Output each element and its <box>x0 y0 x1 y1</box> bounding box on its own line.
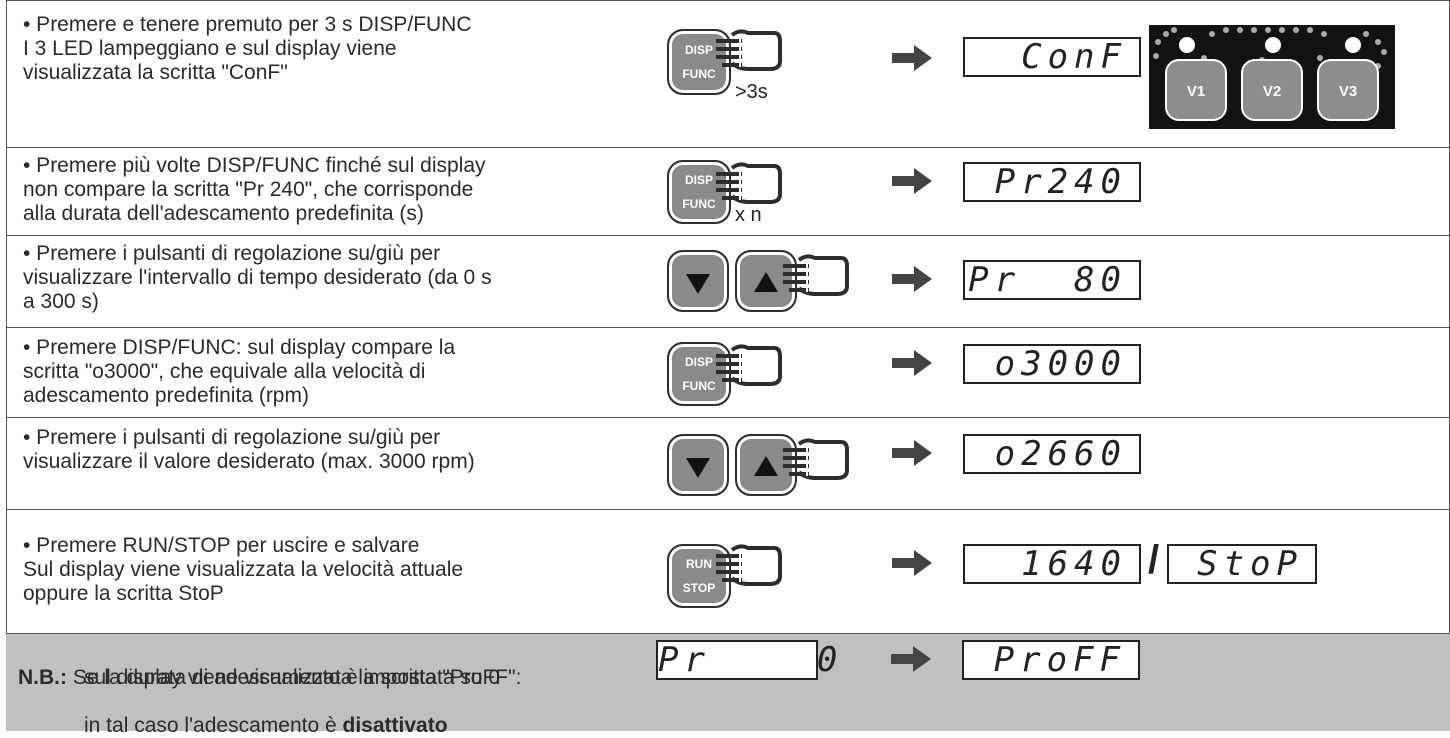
step-text: • Premere più volte DISP/FUNC finché sul… <box>23 154 486 225</box>
arrow-right-icon <box>892 350 932 376</box>
v1-button: V1 <box>1165 59 1227 121</box>
or-separator: / <box>1148 538 1160 582</box>
up-arrow-icon <box>754 456 778 476</box>
lcd-display: o3000 <box>963 344 1141 384</box>
repeat-label: x n <box>735 204 762 226</box>
step-row: • Premere i pulsanti di regolazione su/g… <box>6 236 1450 328</box>
arrow-right-icon <box>892 440 932 466</box>
led-2 <box>1265 37 1281 53</box>
step-text: • Premere DISP/FUNC: sul display compare… <box>23 336 456 407</box>
step-row: • Premere più volte DISP/FUNC finché sul… <box>6 148 1450 236</box>
lcd-display-from: Pr 0 <box>656 640 844 680</box>
step-text: • Premere i pulsanti di regolazione su/g… <box>23 426 475 473</box>
led-panel: V1 V2 V3 <box>1149 25 1395 129</box>
step-text: • Premere i pulsanti di regolazione su/g… <box>23 242 492 313</box>
down-button <box>667 434 729 496</box>
step-row: • Premere RUN/STOP per uscire e salvare … <box>6 510 1450 634</box>
down-arrow-icon <box>686 458 710 478</box>
arrow-right-icon <box>891 646 931 672</box>
step-text: • Premere RUN/STOP per uscire e salvare … <box>23 534 464 605</box>
pressing-hand-icon <box>779 436 849 484</box>
lcd-display: ConF <box>963 37 1141 77</box>
note-line-2: sul display viene visualizzata la scritt… <box>84 666 522 689</box>
lcd-display: 1640 <box>963 544 1141 584</box>
down-arrow-icon <box>686 274 710 294</box>
v2-button: V2 <box>1241 59 1303 121</box>
lcd-display: Pr240 <box>963 162 1141 202</box>
step-row: • Premere e tenere premuto per 3 s DISP/… <box>6 0 1450 148</box>
pressing-hand-icon <box>712 160 782 208</box>
step-row: • Premere DISP/FUNC: sul display compare… <box>6 328 1450 418</box>
arrow-right-icon <box>892 550 932 576</box>
v3-button: V3 <box>1317 59 1379 121</box>
led-3 <box>1345 37 1361 53</box>
step-text: • Premere e tenere premuto per 3 s DISP/… <box>23 13 472 84</box>
arrow-right-icon <box>892 168 932 194</box>
lcd-display-stop: StoP <box>1167 544 1317 584</box>
arrow-right-icon <box>892 45 932 71</box>
pressing-hand-icon <box>712 542 782 590</box>
pressing-hand-icon <box>712 27 782 75</box>
lcd-display-to: ProFF <box>962 640 1140 680</box>
arrow-right-icon <box>892 266 932 292</box>
note-row: N.B.: Se la durata di adescamento è impo… <box>6 634 1450 737</box>
lcd-display: Pr 80 <box>963 260 1141 300</box>
pressing-hand-icon <box>712 342 782 390</box>
note-text: N.B.: Se la durata di adescamento è impo… <box>18 642 500 690</box>
pressing-hand-icon <box>779 252 849 300</box>
lcd-display: o2660 <box>963 434 1141 474</box>
step-row: • Premere i pulsanti di regolazione su/g… <box>6 418 1450 510</box>
note-label: N.B.: <box>18 666 67 689</box>
led-1 <box>1179 37 1195 53</box>
down-button <box>667 250 729 312</box>
up-arrow-icon <box>754 272 778 292</box>
note-line-1: Se la durata di adescamento è impostata … <box>67 666 501 689</box>
instruction-table: • Premere e tenere premuto per 3 s DISP/… <box>6 0 1450 737</box>
run-stop-button: RUN STOP <box>667 544 731 608</box>
hold-duration-label: >3s <box>735 81 768 103</box>
